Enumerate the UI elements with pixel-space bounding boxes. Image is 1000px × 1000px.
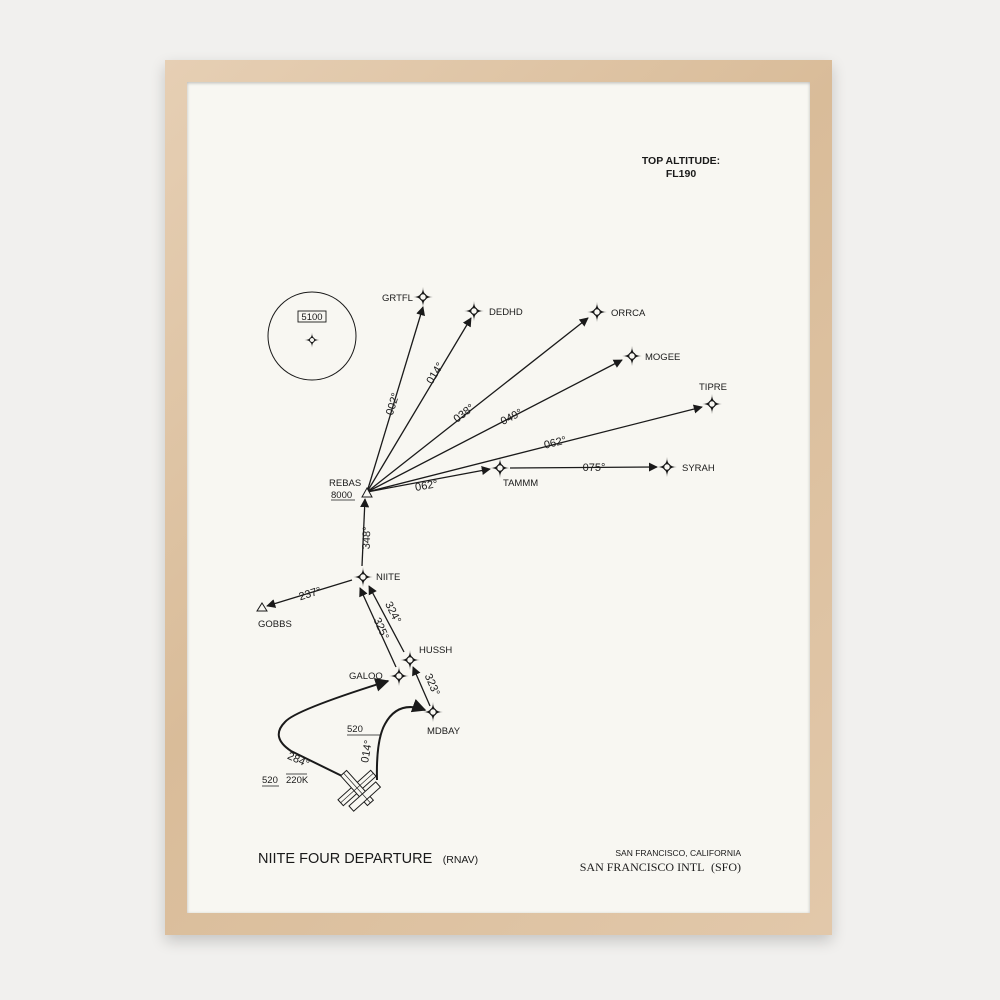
fix-grtfl-icon [412, 286, 434, 308]
course-rebas-grtfl: 002° [384, 391, 402, 416]
route-hussh-niite [368, 585, 405, 653]
top-altitude-label: TOP ALTITUDE: [642, 155, 720, 167]
course-rebas-tipre: 062° [543, 435, 568, 452]
procedure-name: NIITE FOUR DEPARTURE [258, 851, 433, 867]
fix-tipre-icon [701, 393, 723, 415]
course-east-turn: 014° [359, 739, 375, 764]
runway-departure-paths [277, 678, 427, 781]
msa-circle: 5100 [267, 291, 357, 381]
route-rebas-grtfl [366, 306, 425, 493]
west-speed: 220K [286, 775, 309, 786]
route-rebas-tipre [366, 404, 703, 493]
fix-label-galoo: GALOO [349, 671, 383, 682]
picture-frame [165, 60, 832, 935]
airport-name: SAN FRANCISCO INTL [580, 860, 704, 874]
course-galoo-niite: 325° [371, 616, 391, 642]
fix-syrah-icon [656, 456, 678, 478]
fix-label-mdbay: MDBAY [427, 726, 461, 737]
location-city: SAN FRANCISCO, CALIFORNIA [615, 848, 741, 858]
route-niite-gobbs [266, 579, 353, 608]
fix-orrca-icon [586, 301, 608, 323]
course-niite-gobbs: 237° [297, 585, 322, 603]
course-tammm-syrah: 075° [583, 462, 606, 474]
west-restriction: 520 220K [262, 773, 309, 787]
rebas-altitude: 8000 [331, 490, 352, 501]
location-airport-line: SAN FRANCISCO INTL (SFO) [580, 860, 741, 874]
fix-label-mogee: MOGEE [645, 352, 680, 363]
fix-label-dedhd: DEDHD [489, 307, 523, 318]
east-restriction: 520 [347, 724, 380, 736]
course-west-turn: 284° [285, 750, 311, 770]
procedure-type: (RNAV) [443, 854, 478, 866]
fix-gobbs-triangle-icon [256, 602, 268, 612]
route-rebas-tammm [366, 466, 491, 493]
course-hussh-niite: 324° [382, 600, 403, 626]
route-rebas-mogee [366, 359, 623, 493]
route-east-turn [375, 699, 427, 781]
west-altitude: 520 [262, 775, 278, 786]
fix-hussh-icon [399, 649, 421, 671]
msa-center-fix-icon [304, 332, 320, 348]
route-tammm-syrah [509, 462, 658, 472]
route-rebas-dedhd [366, 317, 472, 493]
fix-mdbay-icon [422, 701, 444, 723]
paper-mat [187, 82, 810, 913]
fix-label-rebas: REBAS [329, 478, 361, 489]
top-altitude-value: FL190 [666, 168, 697, 180]
route-rebas-orrca [366, 317, 589, 493]
fix-galoo-icon [388, 665, 410, 687]
procedure-title: NIITE FOUR DEPARTURE (RNAV) [258, 850, 478, 867]
fix-label-gobbs: GOBBS [258, 619, 292, 630]
east-altitude: 520 [347, 724, 363, 735]
course-rebas-tammm: 062° [414, 478, 439, 494]
runway-icon [337, 769, 382, 812]
route-mdbay-hussh [412, 666, 431, 707]
fix-mogee-icon [621, 345, 643, 367]
route-west-turn [277, 678, 390, 778]
route-galoo-niite [359, 587, 397, 668]
course-rebas-orrca: 038° [451, 402, 476, 425]
fix-tammm-icon [489, 457, 511, 479]
fix-rebas-triangle-icon [361, 486, 373, 498]
fix-label-niite: NIITE [376, 572, 400, 583]
fix-label-tipre: TIPRE [699, 382, 727, 393]
route-niite-rebas [360, 498, 370, 567]
fix-label-grtfl: GRTFL [382, 293, 413, 304]
airport-code: (SFO) [711, 860, 741, 874]
course-niite-rebas: 348° [361, 526, 374, 549]
msa-altitude: 5100 [301, 312, 322, 323]
fix-label-tammm: TAMMM [503, 478, 538, 489]
course-rebas-mogee: 049° [499, 407, 525, 428]
fix-label-orrca: ORRCA [611, 308, 646, 319]
route-lines [266, 306, 703, 707]
fix-label-hussh: HUSSH [419, 645, 452, 656]
fix-niite-icon [352, 566, 374, 588]
fix-dedhd-icon [463, 300, 485, 322]
fix-label-syrah: SYRAH [682, 463, 715, 474]
